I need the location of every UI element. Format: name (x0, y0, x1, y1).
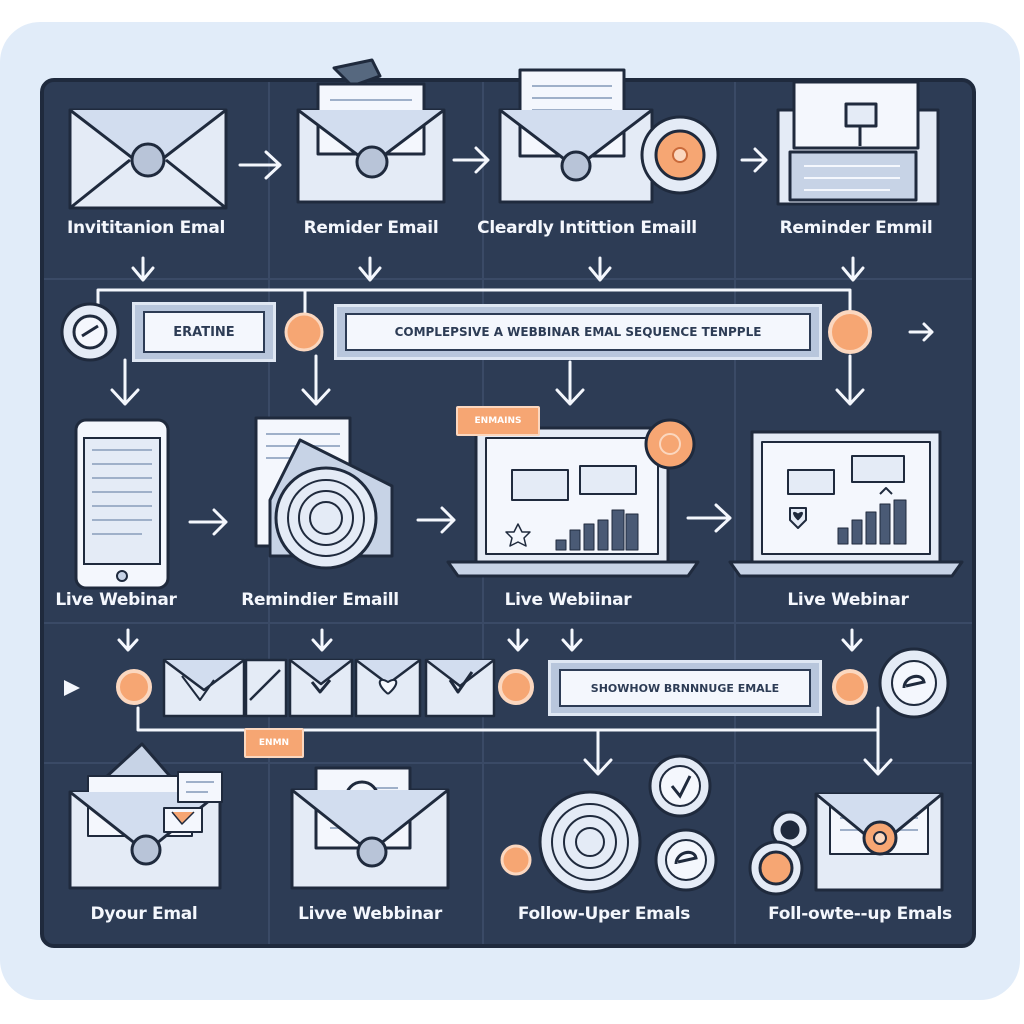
bus-line (136, 706, 880, 732)
phone-icon (74, 418, 170, 590)
step-label-follow-up-emails: Foll-owte--up Emals (768, 904, 952, 924)
step-label-reminder-email-1: Remider Email (303, 218, 439, 238)
envelope-icon (290, 766, 450, 890)
refresh-circle-icon (878, 647, 950, 719)
arrow-down (561, 628, 583, 652)
arrow-right (416, 506, 456, 534)
step-label-reminder-email-3: Remindier Emaill (241, 590, 399, 610)
start-box-label: ERATINE (143, 311, 265, 353)
bus-line (96, 288, 852, 318)
arrow-down (841, 256, 865, 282)
sequence-title: COMPLEPSIVE A WEBBINAR EMAL SEQUENCE TEN… (345, 313, 811, 351)
arrow-down (588, 256, 612, 282)
envelope-icon (296, 58, 446, 204)
showhow-bar: SHOWHOW BRNNNUGE EMALE (548, 660, 822, 716)
step-label-live-webinar-1: Live Webinar (55, 590, 177, 610)
laptop-icon (728, 430, 964, 578)
arrow-right (238, 150, 282, 180)
toggle-icon (748, 810, 810, 896)
mini-envelope-row (162, 658, 496, 718)
badge-icon (640, 115, 720, 195)
arrow-right (188, 508, 228, 536)
step-label-live-webinar-2: Live Webiinar (504, 590, 632, 610)
envelope-icon (68, 742, 223, 890)
arrow-right (740, 147, 768, 173)
step-label-invitation-email: Invititanion Emal (66, 218, 226, 238)
arrow-right (452, 146, 490, 174)
check-circle-icon (60, 302, 120, 362)
arrow-down (835, 354, 865, 406)
envelope-icon (814, 792, 944, 892)
arrow-down (863, 728, 893, 776)
arrow-down (358, 256, 382, 282)
tag-badge: ENMN (244, 728, 304, 758)
step-label-live-webinar-4: Livve Webbinar (298, 904, 442, 924)
status-dot-icon (500, 844, 532, 876)
envelope-icon (68, 108, 228, 210)
start-box: ERATINE (132, 302, 276, 362)
refresh-circle-icon (654, 828, 718, 892)
arrow-down (110, 358, 140, 406)
laptop-icon (446, 426, 700, 578)
showhow-bar-label: SHOWHOW BRNNNUGE EMALE (559, 669, 811, 707)
status-dot-icon (498, 669, 534, 705)
status-dot-icon (116, 669, 152, 705)
step-label-follow-up-email: Follow-Uper Emals (517, 904, 691, 924)
step-label-your-email: Dyour Emal (90, 904, 198, 924)
arrow-down (507, 628, 529, 652)
envelope-icon (498, 68, 654, 204)
arrow-down (117, 628, 139, 652)
arrow-down (311, 628, 333, 652)
status-dot-icon (828, 310, 872, 354)
badge-icon (644, 418, 696, 470)
sequence-title-bar: COMPLEPSIVE A WEBBINAR EMAL SEQUENCE TEN… (334, 304, 822, 360)
arrow-down (583, 728, 613, 776)
status-dot-icon (284, 312, 324, 352)
document-seal-icon (254, 416, 394, 570)
arrow-right (908, 322, 934, 342)
tag-badge: ENMAINS (456, 406, 540, 436)
seal-icon (538, 790, 642, 894)
step-label-live-webinar-3: Live Webinar (787, 590, 909, 610)
play-marker-icon (64, 680, 80, 696)
arrow-down (301, 354, 331, 406)
status-dot-icon (832, 669, 868, 705)
arrow-right (686, 503, 732, 533)
arrow-down (841, 628, 863, 652)
step-label-clarity-invitation-email: Cleardly Intittion Emaill (477, 218, 697, 238)
arrow-down (131, 256, 155, 282)
step-label-reminder-email-2: Reminder Emmil (779, 218, 933, 238)
check-circle-icon (648, 754, 712, 818)
arrow-down (555, 360, 585, 406)
envelope-icon (776, 80, 940, 206)
